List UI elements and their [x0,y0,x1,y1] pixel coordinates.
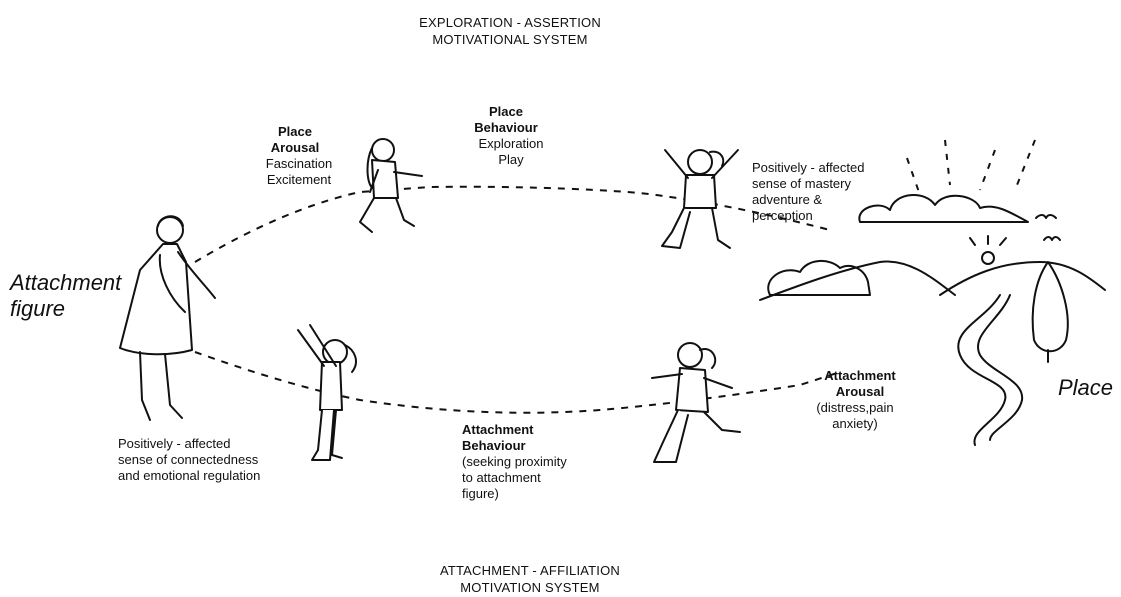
place-behaviour-group: Place Behaviour Exploration Play [466,104,566,168]
child-arms-raised-figure [661,149,739,249]
attachment-arousal-group: Attachment Arousal (distress,pain anxiet… [800,368,930,432]
tree-icon [1031,261,1069,353]
exploration-system-heading: EXPLORATION - ASSERTION MOTIVATIONAL SYS… [419,15,601,47]
cloud-icon [858,193,1029,223]
child-reaching-figure [297,324,357,461]
attachment-behaviour-title: Attachment Behaviour [462,422,534,453]
positive-attachment-outcome: Positively - affected sense of connected… [118,436,261,483]
place-behaviour-title: Place Behaviour [474,104,538,135]
place-arousal-title: Place Arousal [270,124,320,155]
attachment-arousal-body: (distress,pain anxiety) [816,400,894,431]
attachment-system-heading: ATTACHMENT - AFFILIATION MOTIVATION SYST… [439,563,621,595]
place-behaviour-body: Exploration Play [478,136,544,167]
attachment-behaviour-group: Attachment Behaviour (seeking proximity … [462,422,602,502]
cycle-path-top [194,185,831,263]
positive-place-outcome: Positively - affected sense of mastery a… [752,160,865,223]
child-crouching-figure [359,138,423,233]
sun-icon [981,251,995,265]
place-arousal-body: Fascination Excitement [265,156,333,187]
landscape [759,139,1106,446]
place-arousal-group: Place Arousal Fascination Excitement [260,124,360,188]
adult-figure [119,215,216,421]
attachment-arousal-title: Attachment Arousal [824,368,896,399]
attachment-figure-label: Attachment figure [10,270,122,321]
child-running-figure [651,342,741,463]
attachment-behaviour-body: (seeking proximity to attachment figure) [462,454,567,501]
cycle-path-bottom [194,351,841,414]
place-label: Place [1058,375,1114,400]
